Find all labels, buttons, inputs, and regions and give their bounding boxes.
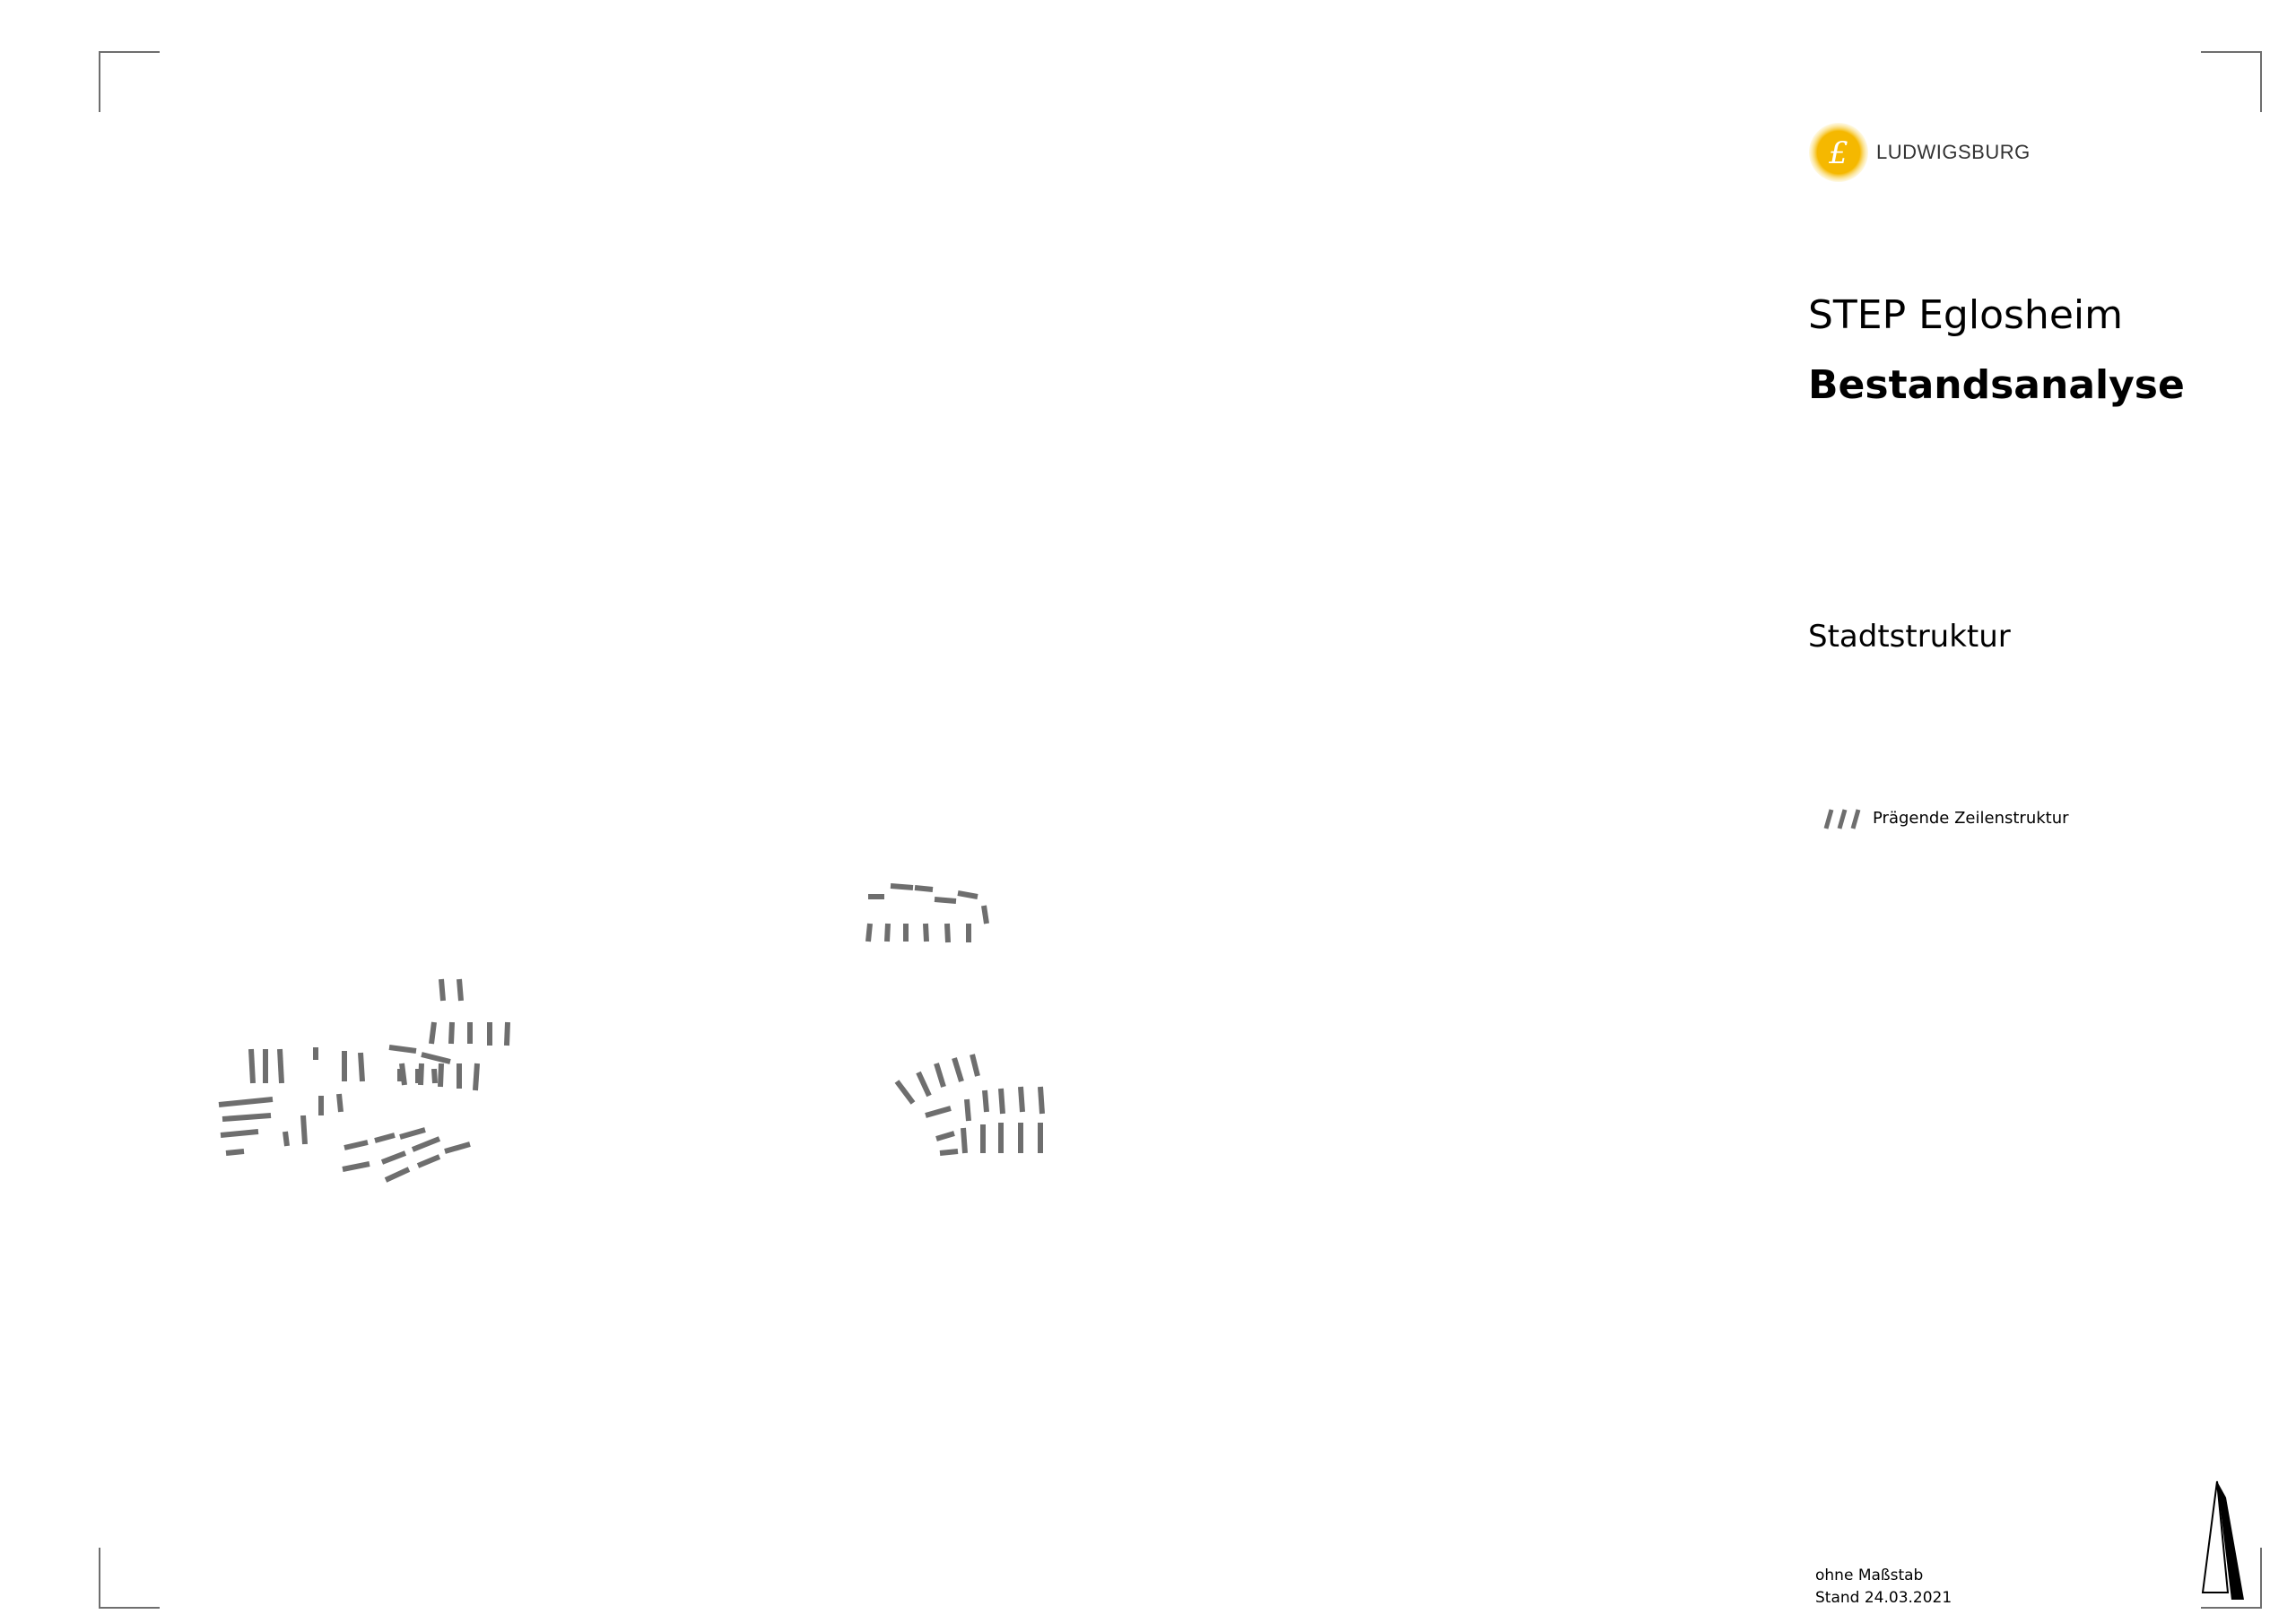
row-structure-segment	[411, 1136, 441, 1152]
row-structure-segment	[374, 1133, 396, 1143]
row-structure-segment	[916, 1071, 932, 1098]
crop-mark-bottom-right	[2201, 1548, 2262, 1609]
logo-text: LUDWIGSBURG	[1876, 141, 2031, 163]
row-structure-segment	[504, 1021, 510, 1046]
ludwigsburg-sun-icon: £	[1809, 123, 1868, 182]
row-structure-segment	[225, 1149, 245, 1156]
city-logo: £ LUDWIGSBURG	[1808, 122, 2031, 183]
row-structure-segment	[865, 923, 873, 942]
row-structure-segment	[970, 1054, 980, 1077]
scale-note: ohne Maßstab	[1815, 1567, 1924, 1584]
row-structure-segment	[964, 1098, 971, 1122]
footer: ohne Maßstab Stand 24.03.2021	[1815, 1565, 1952, 1610]
row-structure-segment	[416, 1154, 441, 1168]
row-structure-segment	[944, 923, 951, 943]
row-structure-segment	[429, 1021, 437, 1045]
crop-mark-top-left	[99, 51, 160, 112]
row-structure-segment	[336, 1093, 344, 1113]
row-structure-segment	[431, 1068, 438, 1084]
page-subtitle: Bestandsanalyse	[1808, 362, 2185, 408]
row-structure-segment	[925, 1106, 952, 1118]
row-structure-segment	[388, 1045, 417, 1054]
row-structure-segment	[358, 1052, 365, 1082]
svg-text:£: £	[1828, 135, 1848, 171]
row-structure-segment	[935, 1131, 955, 1141]
row-structure-segment	[399, 1063, 407, 1086]
row-structure-segment	[220, 1129, 259, 1138]
row-structure-segment	[342, 1161, 370, 1172]
row-structure-segment	[421, 1052, 451, 1064]
row-structure-segment	[957, 890, 978, 899]
date-note: Stand 24.03.2021	[1815, 1589, 1952, 1607]
row-structure-segment	[914, 885, 934, 892]
row-structure-segment	[439, 978, 446, 1002]
row-structure-segment	[982, 1089, 989, 1113]
row-structure-segment	[438, 1063, 444, 1088]
legend: Prägende Zeilenstruktur	[1817, 804, 2069, 831]
row-structure-segment	[934, 1063, 946, 1088]
row-structure-segment	[248, 1048, 256, 1084]
row-structure-segment	[444, 1141, 471, 1154]
row-structure-segment	[222, 1113, 272, 1122]
row-structure-segment	[218, 1097, 274, 1107]
legend-label: Prägende Zeilenstruktur	[1873, 808, 2069, 828]
row-structure-segment	[934, 897, 957, 904]
row-structure-segment	[399, 1127, 426, 1140]
row-structure-segment	[418, 1063, 424, 1086]
hatch-icon	[1823, 809, 1861, 829]
row-structure-segment	[473, 1063, 480, 1091]
row-structure-segment	[1038, 1086, 1045, 1115]
crop-mark-bottom-left	[99, 1548, 160, 1609]
section-title: Stadtstruktur	[1808, 619, 2011, 655]
north-arrow-icon	[2201, 1480, 2244, 1600]
row-structure-segment	[939, 1149, 959, 1156]
row-structure-segment	[457, 978, 464, 1002]
row-structure-segment	[1018, 1086, 1025, 1113]
row-structure-segment	[277, 1048, 284, 1084]
page-title: STEP Eglosheim	[1808, 292, 2123, 338]
row-structure-segment	[998, 1088, 1005, 1115]
row-structure-segment	[890, 883, 914, 890]
row-structure-segment	[300, 1115, 308, 1145]
row-structure-segment	[448, 1021, 455, 1045]
row-structure-segment	[894, 1080, 916, 1105]
crop-mark-top-right	[2201, 51, 2262, 112]
row-structure-segment	[384, 1167, 411, 1183]
row-structure-segment	[952, 1057, 964, 1082]
row-structure-segment	[961, 1127, 968, 1154]
row-structure-segment	[283, 1131, 290, 1147]
row-structure-segment	[380, 1150, 407, 1165]
row-structure-segment	[981, 905, 989, 924]
row-structure-segment	[344, 1140, 369, 1150]
row-structure-segment	[884, 923, 891, 942]
